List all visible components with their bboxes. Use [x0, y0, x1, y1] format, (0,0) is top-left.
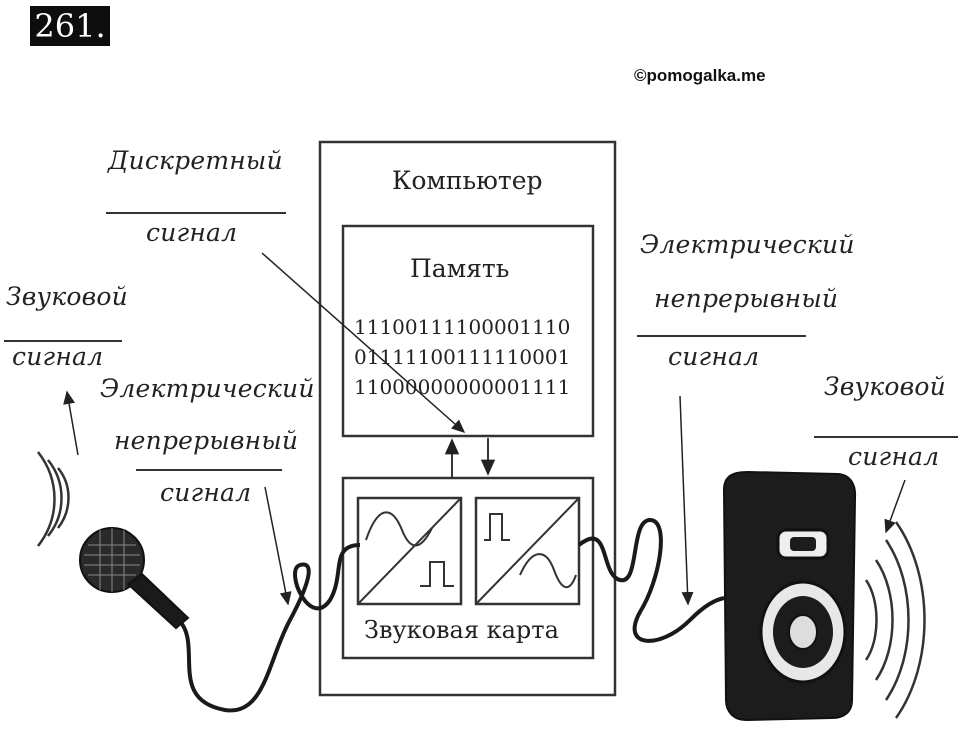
label-electric-left-line2: непрерывный: [114, 426, 299, 455]
memory-bits-row: 11100111100001110: [354, 315, 571, 339]
sound-card-box: [341, 476, 595, 660]
sound-waves-icon: [37, 451, 70, 547]
label-discrete-line1: Дискретный: [108, 146, 283, 175]
label-electric-left-line3: сигнал: [160, 478, 252, 507]
adc-converter-icon: [356, 496, 463, 606]
label-sound-left-line1: Звуковой: [6, 282, 128, 311]
memory-box: [341, 224, 595, 438]
label-discrete-line2: сигнал: [146, 218, 238, 247]
sound-card-title: Звуковая карта: [364, 616, 559, 644]
memory-bits-row: 11000000000001111: [354, 375, 571, 399]
computer-box: [318, 140, 617, 697]
label-electric-right-line2: непрерывный: [654, 284, 839, 313]
sound-waves-right-icon: [864, 521, 926, 719]
left-cable: [180, 543, 361, 713]
label-sound-right-line1: Звуковой: [824, 372, 946, 401]
label-electric-right-line1: Электрический: [640, 230, 855, 259]
memory-bits-row: 01111100111110001: [354, 345, 571, 369]
pointer-electric-left: [264, 486, 292, 606]
label-sound-right-line2: сигнал: [848, 442, 940, 471]
pointer-sound-left: [63, 390, 79, 456]
label-electric-left-line1: Электрический: [100, 374, 315, 403]
right-cable: [577, 517, 725, 643]
microphone-icon: [79, 527, 190, 630]
copyright-text: ©pomogalka.me: [634, 66, 766, 85]
pointer-discrete: [261, 252, 466, 433]
dac-converter-icon: [474, 496, 581, 606]
computer-title: Компьютер: [392, 166, 543, 195]
problem-number: 261.: [30, 6, 110, 46]
speaker-icon: [722, 470, 857, 722]
label-sound-left-line2: сигнал: [12, 342, 104, 371]
pointer-sound-right: [884, 479, 906, 534]
memory-title: Память: [410, 254, 510, 283]
pointer-electric-right: [679, 395, 694, 606]
label-electric-right-line3: сигнал: [668, 342, 760, 371]
